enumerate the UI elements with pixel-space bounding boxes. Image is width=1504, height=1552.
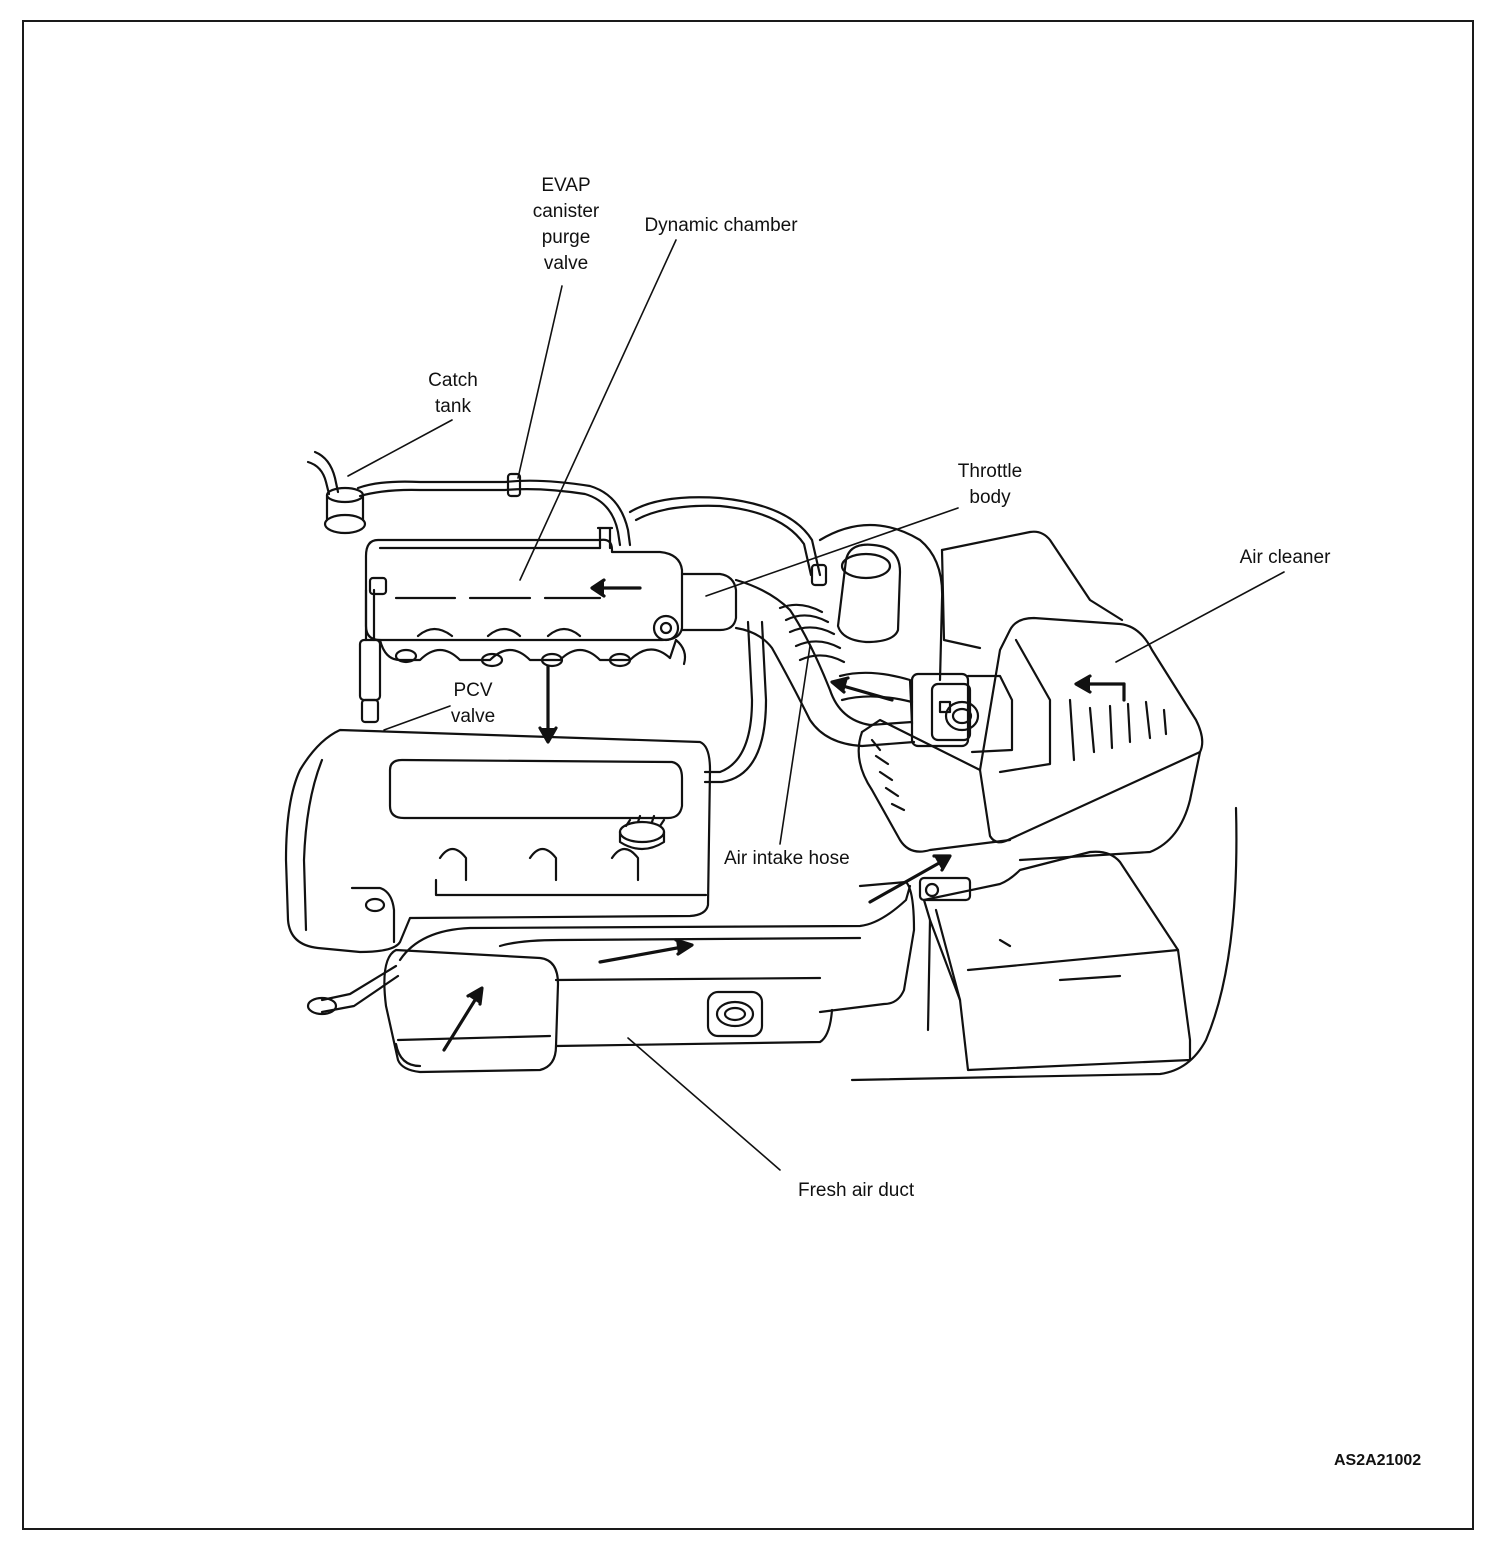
fresh-air-duct xyxy=(383,880,916,1074)
label-dynamic-chamber: Dynamic chamber xyxy=(644,215,798,236)
throttle-body xyxy=(910,672,1014,754)
leader-lines xyxy=(347,239,1285,1171)
label-throttle-body: Throttle body xyxy=(957,461,1023,508)
intake-manifold xyxy=(378,627,678,668)
label-fresh-air-duct: Fresh air duct xyxy=(798,1180,915,1201)
label-evap-canister-purge-valve: EVAP canister purge valve xyxy=(532,175,600,274)
airflow-arrows xyxy=(442,578,1126,1052)
label-catch-tank: Catch tank xyxy=(428,370,478,417)
battery xyxy=(850,806,1238,1082)
oil-dipstick xyxy=(306,964,400,1016)
label-pcv-valve: PCV valve xyxy=(450,680,496,727)
air-intake-hose xyxy=(734,578,916,748)
dynamic-chamber xyxy=(364,526,738,666)
pcv-valve-hose xyxy=(358,576,388,724)
figure-code: AS2A21002 xyxy=(1334,1452,1422,1469)
air-cleaner xyxy=(857,530,1204,862)
oil-filler-cap xyxy=(618,814,666,851)
label-air-intake-hose: Air intake hose xyxy=(724,848,850,869)
vacuum-hoses xyxy=(356,472,828,784)
diagram-frame xyxy=(22,20,1474,1530)
coolant-reservoir xyxy=(818,524,944,682)
label-air-cleaner: Air cleaner xyxy=(1239,547,1331,568)
catch-tank xyxy=(306,450,367,535)
cylinder-head-cover xyxy=(284,728,712,954)
